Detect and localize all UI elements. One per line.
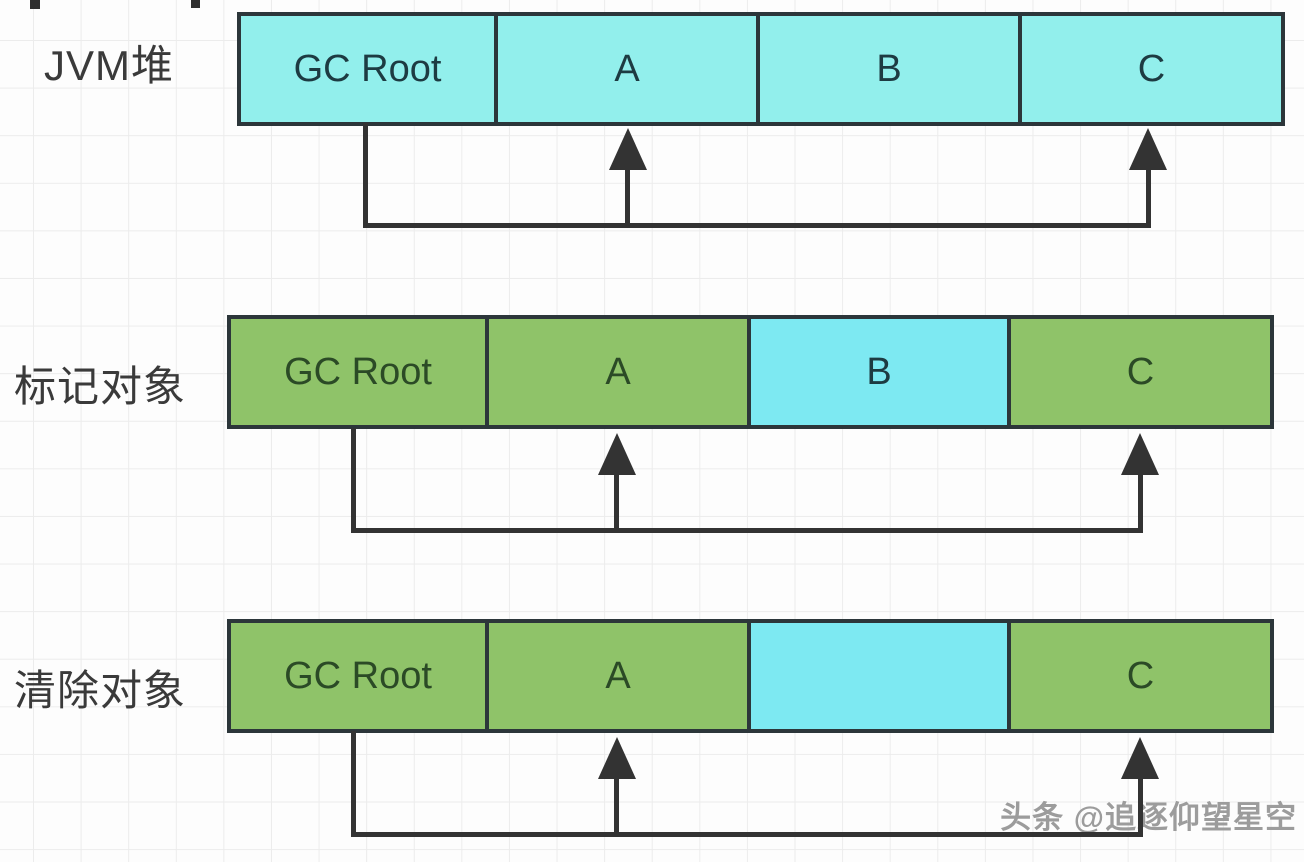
- connector-down-from-gc-root: [363, 123, 368, 228]
- heap-row-initial: GC Root A B C: [237, 12, 1285, 126]
- box-c: C: [1007, 619, 1274, 733]
- row-label-jvm-heap: JVM堆: [44, 42, 175, 89]
- heap-row-marked: GC Root A B C: [227, 315, 1274, 429]
- row-label-mark-objects: 标记对象: [14, 363, 187, 410]
- box-b: B: [747, 315, 1011, 429]
- box-b: B: [756, 12, 1022, 126]
- arrow-shaft-to-c: [1138, 779, 1143, 835]
- arrow-head-to-a: [609, 128, 647, 170]
- arrow-shaft-to-c: [1138, 475, 1143, 530]
- heap-row-swept: GC Root A C: [227, 619, 1274, 733]
- top-edge-artifact: [191, 0, 200, 8]
- box-gc-root: GC Root: [227, 315, 489, 429]
- connector-down-from-gc-root: [351, 731, 356, 837]
- box-c: C: [1007, 315, 1274, 429]
- box-gc-root: GC Root: [227, 619, 489, 733]
- arrow-shaft-to-a: [614, 475, 619, 530]
- top-edge-artifact: [30, 0, 40, 9]
- box-c: C: [1018, 12, 1285, 126]
- arrow-head-to-a: [598, 433, 636, 475]
- connector-down-from-gc-root: [351, 428, 356, 533]
- arrow-head-to-c: [1121, 433, 1159, 475]
- arrow-shaft-to-a: [614, 779, 619, 835]
- box-gc-root: GC Root: [237, 12, 498, 126]
- arrow-head-to-a: [598, 737, 636, 779]
- connector-horizontal: [351, 528, 1143, 533]
- connector-horizontal: [351, 832, 1143, 837]
- box-b-empty: [747, 619, 1011, 733]
- arrow-shaft-to-c: [1146, 170, 1151, 225]
- box-a: A: [485, 619, 751, 733]
- row-label-sweep-objects: 清除对象: [14, 667, 187, 714]
- box-a: A: [485, 315, 751, 429]
- arrow-head-to-c: [1121, 737, 1159, 779]
- box-a: A: [494, 12, 760, 126]
- watermark-text: 头条 @追逐仰望星空: [1000, 800, 1297, 835]
- connector-horizontal: [363, 223, 1151, 228]
- arrow-shaft-to-a: [625, 170, 630, 225]
- arrow-head-to-c: [1129, 128, 1167, 170]
